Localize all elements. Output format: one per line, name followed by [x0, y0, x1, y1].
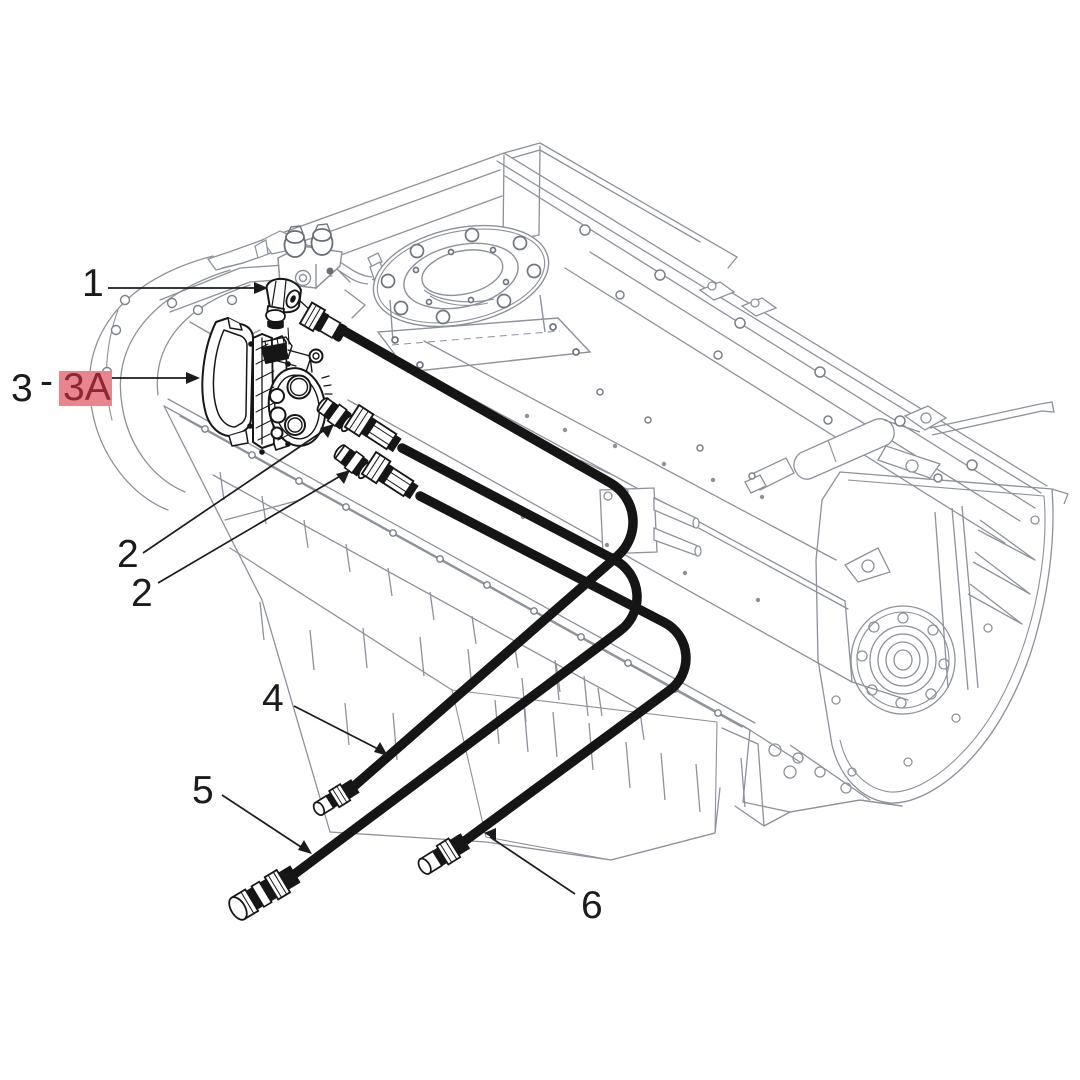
- svg-text:1: 1: [82, 262, 104, 305]
- svg-text:6: 6: [581, 884, 603, 927]
- svg-text:2: 2: [117, 533, 139, 576]
- svg-text:-: -: [40, 360, 53, 403]
- svg-text:5: 5: [192, 769, 214, 812]
- svg-text:2: 2: [131, 572, 153, 615]
- svg-text:3A: 3A: [63, 366, 111, 409]
- svg-text:3: 3: [11, 367, 33, 410]
- svg-text:4: 4: [262, 677, 284, 720]
